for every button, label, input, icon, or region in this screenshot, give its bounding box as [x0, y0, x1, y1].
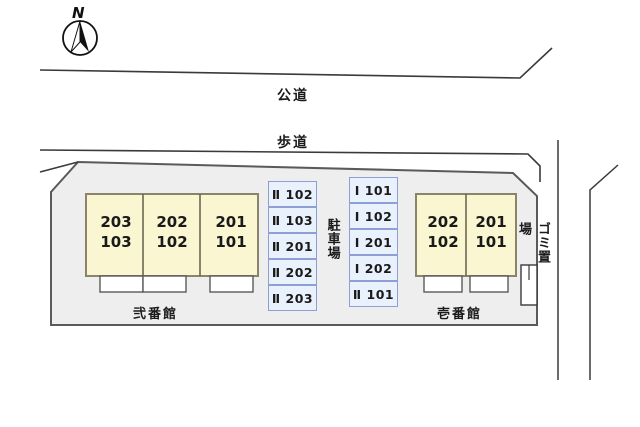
building-left-body [85, 193, 259, 277]
building-left-entrance-3 [209, 275, 254, 293]
building-left-entrance-2 [142, 275, 187, 293]
garbage-area-label: ゴミ置場 [516, 222, 550, 264]
public-road-label: 公道 [277, 88, 309, 104]
parking-space[interactable]: Ⅱ 203 [268, 285, 317, 311]
public-road-upper-edge [39, 47, 553, 79]
compass-needle-light [70, 20, 81, 53]
unit-cell: 201 101 [207, 212, 255, 253]
unit-upper-number: 201 [475, 213, 507, 231]
building-name-left: 弐番館 [133, 307, 179, 322]
unit-cell: 202 102 [420, 212, 466, 253]
unit-upper-number: 201 [215, 213, 247, 231]
parking-space[interactable]: Ⅰ 202 [349, 255, 398, 281]
unit-upper-number: 202 [427, 213, 459, 231]
compass-north-label: N [72, 4, 85, 22]
parking-space[interactable]: Ⅰ 201 [349, 229, 398, 255]
unit-cell: 202 102 [148, 212, 196, 253]
unit-cell: 203 103 [92, 212, 140, 253]
building-right-entrance-2 [469, 275, 509, 293]
parking-space[interactable]: Ⅱ 201 [268, 233, 317, 259]
unit-lower-number: 102 [156, 233, 188, 252]
parking-space[interactable]: Ⅱ 103 [268, 207, 317, 233]
unit-lower-number: 101 [215, 233, 247, 252]
unit-upper-number: 203 [100, 213, 132, 231]
building-left-entrance-1 [99, 275, 144, 293]
unit-lower-number: 103 [100, 233, 132, 252]
parking-space[interactable]: Ⅱ 102 [268, 181, 317, 207]
parking-space[interactable]: Ⅰ 102 [349, 203, 398, 229]
unit-lower-number: 101 [475, 233, 507, 252]
unit-lower-number: 102 [427, 233, 459, 252]
unit-cell: 201 101 [468, 212, 514, 253]
building-right-entrance-1 [423, 275, 463, 293]
neighbor-road-outer-edge [589, 164, 619, 380]
sidewalk-label: 歩道 [277, 135, 309, 151]
parking-lot-label: 駐車場 [324, 218, 340, 260]
parking-space[interactable]: Ⅰ 101 [349, 177, 398, 203]
parking-space[interactable]: Ⅱ 101 [349, 281, 398, 307]
compass-needle-dark [80, 21, 89, 52]
public-road-lower-edge [39, 149, 541, 182]
building-name-right: 壱番館 [437, 307, 483, 322]
sidewalk-lower-edge-left [39, 161, 79, 173]
unit-upper-number: 202 [156, 213, 188, 231]
parking-space[interactable]: Ⅱ 202 [268, 259, 317, 285]
